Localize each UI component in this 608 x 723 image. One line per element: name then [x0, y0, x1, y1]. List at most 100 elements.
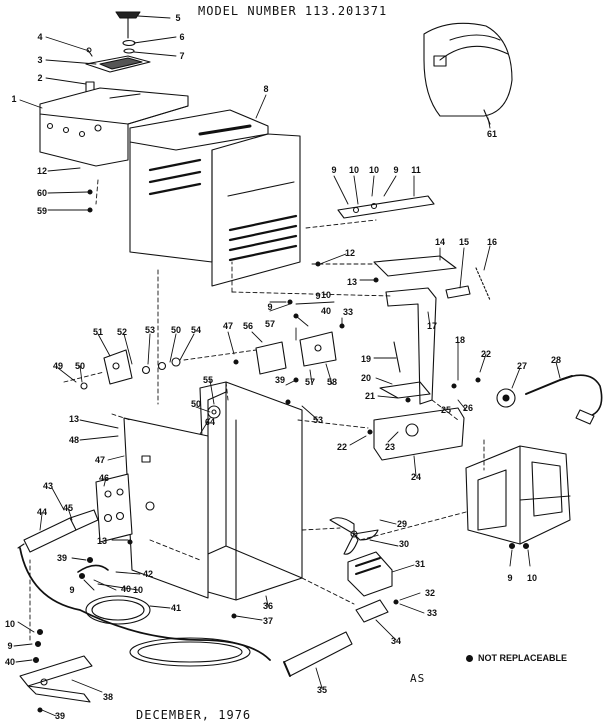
- motor-bracket: [355, 599, 389, 623]
- callout-61: 61: [486, 129, 498, 139]
- welding-helmet: [423, 22, 513, 125]
- cabinet-top-cover: [39, 87, 189, 167]
- callout-49: 49: [52, 361, 64, 371]
- callout-13: 13: [346, 277, 358, 287]
- callout-3: 3: [37, 55, 43, 65]
- callout-23: 23: [384, 442, 396, 452]
- callout-9: 9: [267, 302, 273, 312]
- callout-39: 39: [56, 553, 68, 563]
- callout-9: 9: [7, 641, 13, 651]
- output-terminal-panel: [95, 473, 133, 543]
- callout-33: 33: [426, 608, 438, 618]
- callout-13: 13: [96, 536, 108, 546]
- callout-47: 47: [222, 321, 234, 331]
- callout-27: 27: [516, 361, 528, 371]
- rectifier-and-cord: [496, 374, 603, 425]
- callout-22: 22: [480, 349, 492, 359]
- callout-9: 9: [393, 165, 399, 175]
- callout-10: 10: [526, 573, 538, 583]
- callout-30: 30: [398, 539, 410, 549]
- legend-not-replaceable: NOT REPLACEABLE: [466, 653, 567, 663]
- screws: [32, 189, 530, 713]
- callout-2: 2: [37, 73, 43, 83]
- callout-43: 43: [42, 481, 54, 491]
- callout-35: 35: [316, 685, 328, 695]
- callout-9: 9: [69, 585, 75, 595]
- callout-10: 10: [320, 290, 332, 300]
- callout-10: 10: [348, 165, 360, 175]
- callout-34: 34: [390, 636, 402, 646]
- callout-39: 39: [274, 375, 286, 385]
- sheet-code: AS: [410, 672, 426, 685]
- callout-42: 42: [142, 569, 154, 579]
- callout-21: 21: [364, 391, 376, 401]
- callout-53: 53: [312, 415, 324, 425]
- callout-55: 55: [202, 375, 214, 385]
- callout-4: 4: [37, 32, 43, 42]
- electrode-holder: [17, 509, 99, 553]
- assembly-guide-lines: [29, 179, 485, 641]
- callout-45: 45: [62, 503, 74, 513]
- callout-24: 24: [410, 472, 422, 482]
- callout-25: 25: [440, 405, 452, 415]
- callout-12: 12: [344, 248, 356, 258]
- fan-blade: [329, 517, 379, 555]
- callout-28: 28: [550, 355, 562, 365]
- callout-41: 41: [170, 603, 182, 613]
- callout-10: 10: [368, 165, 380, 175]
- callout-40: 40: [120, 584, 132, 594]
- reactor-frame: [373, 287, 465, 461]
- back-chassis: [199, 381, 303, 601]
- front-chassis-plate: [123, 417, 209, 599]
- callout-38: 38: [102, 692, 114, 702]
- callout-31: 31: [414, 559, 426, 569]
- callout-14: 14: [434, 237, 446, 247]
- front-panel: [129, 109, 301, 287]
- callout-56: 56: [242, 321, 254, 331]
- callout-19: 19: [360, 354, 372, 364]
- callout-12: 12: [36, 166, 48, 176]
- dot-icon: [466, 654, 473, 662]
- upper-rail: [337, 195, 435, 219]
- callout-8: 8: [263, 84, 269, 94]
- callout-52: 52: [116, 327, 128, 337]
- callout-53: 53: [144, 325, 156, 335]
- callout-47: 47: [94, 455, 106, 465]
- callout-33: 33: [342, 307, 354, 317]
- callout-36: 36: [262, 601, 274, 611]
- callout-58: 58: [326, 377, 338, 387]
- callout-59: 59: [36, 206, 48, 216]
- switch-assembly: [103, 331, 337, 385]
- model-number-heading: MODEL NUMBER 113.201371: [198, 4, 388, 18]
- callout-64: 64: [204, 417, 216, 427]
- callout-13: 13: [68, 414, 80, 424]
- callout-9: 9: [315, 291, 321, 301]
- callout-16: 16: [486, 237, 498, 247]
- callout-40: 40: [4, 657, 16, 667]
- stinger-handle: [283, 631, 353, 677]
- callout-22: 22: [336, 442, 348, 452]
- callout-6: 6: [179, 32, 185, 42]
- callout-60: 60: [36, 188, 48, 198]
- callout-50: 50: [190, 399, 202, 409]
- callout-50: 50: [74, 361, 86, 371]
- callout-1: 1: [11, 94, 17, 104]
- ground-clamp: [19, 655, 93, 703]
- callout-57: 57: [304, 377, 316, 387]
- callout-54: 54: [190, 325, 202, 335]
- transformer-assembly: [465, 445, 571, 545]
- callout-50: 50: [170, 325, 182, 335]
- callout-32: 32: [424, 588, 436, 598]
- revision-date: DECEMBER, 1976: [136, 708, 252, 722]
- callout-39: 39: [54, 711, 66, 721]
- callout-9: 9: [331, 165, 337, 175]
- fan-motor: [347, 551, 393, 597]
- legend-text: NOT REPLACEABLE: [478, 653, 568, 663]
- callout-9: 9: [507, 573, 513, 583]
- callout-46: 46: [98, 473, 110, 483]
- top-bracket: [373, 255, 491, 301]
- washer-set: [80, 357, 181, 390]
- tap-switch-plate: [85, 47, 151, 93]
